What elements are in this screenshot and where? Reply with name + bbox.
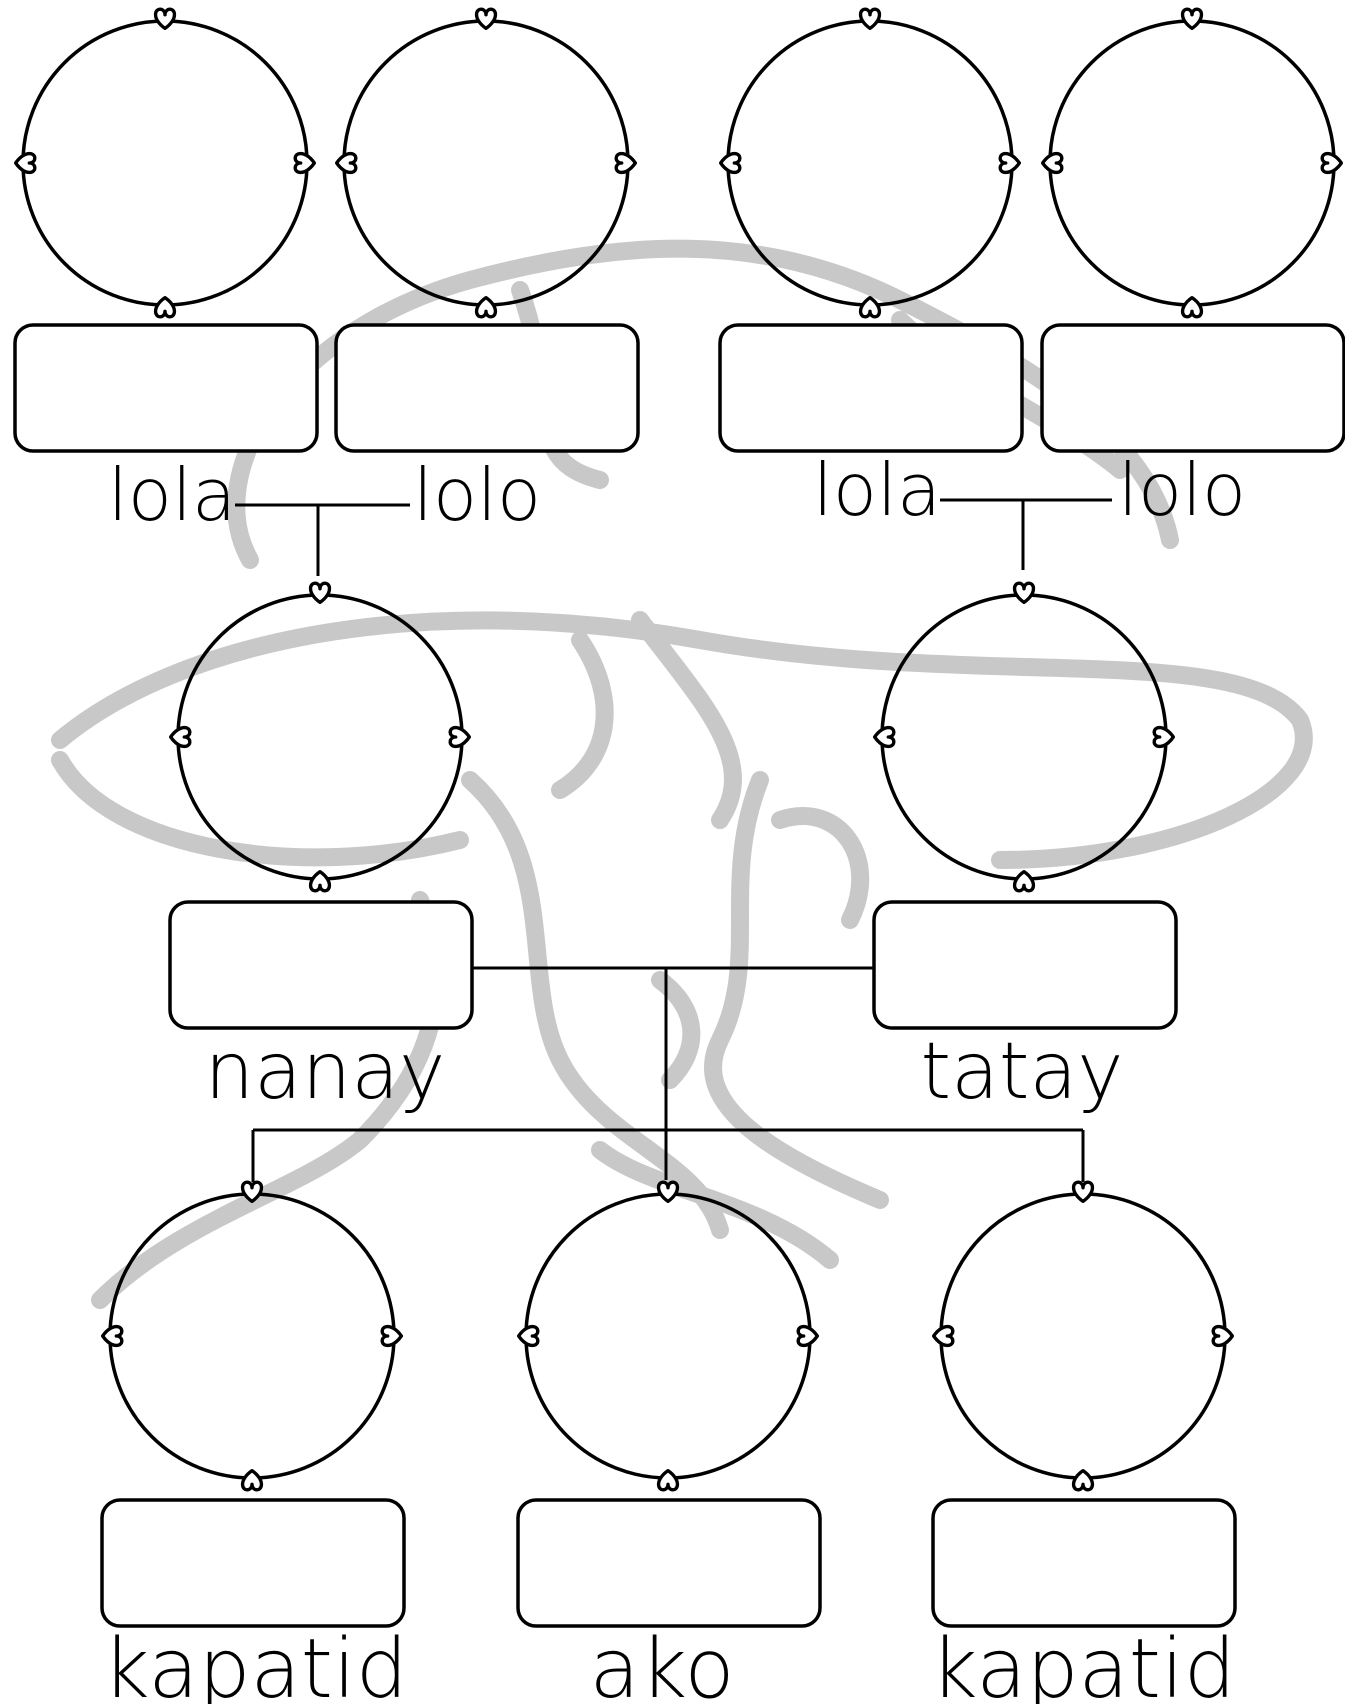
heart-icon [721,154,740,173]
heart-icon [875,728,894,747]
name-box[interactable] [933,1500,1235,1626]
heart-icon [243,1471,262,1490]
heart-icon [659,1471,678,1490]
heart-icon [1043,154,1062,173]
heart-icon [616,154,635,173]
name-box[interactable] [874,902,1176,1028]
name-box[interactable] [518,1500,820,1626]
heart-icon [934,1327,953,1346]
member-label: lola [813,448,941,532]
heart-icon [861,9,880,28]
heart-icons [934,1182,1233,1490]
heart-icon [1074,1471,1093,1490]
member-label: lola [108,453,236,537]
member-label: nanay [205,1027,446,1117]
heart-icon [311,872,330,891]
heart-icon [16,154,35,173]
heart-icon [156,9,175,28]
heart-icon [382,1327,401,1346]
photo-frame[interactable] [526,1194,810,1478]
photo-frame[interactable] [882,595,1166,879]
member-label: kapatid [930,1622,1236,1704]
name-box[interactable] [720,325,1022,451]
name-box[interactable] [102,1500,404,1626]
heart-icon [861,298,880,317]
heart-icon [519,1327,538,1346]
member-lola-left: lola [15,9,317,537]
photo-frame[interactable] [344,21,628,305]
photo-frame[interactable] [728,21,1012,305]
member-label: lolo [413,453,541,537]
heart-icon [1183,298,1202,317]
heart-icon [1074,1182,1093,1201]
member-ako: ako [518,1182,820,1704]
heart-icon [1015,872,1034,891]
heart-icons [721,9,1020,317]
photo-frame[interactable] [110,1194,394,1478]
name-box[interactable] [1042,325,1344,451]
heart-icon [477,298,496,317]
member-label: ako [590,1622,735,1704]
heart-icon [450,728,469,747]
name-box[interactable] [170,902,472,1028]
heart-icon [798,1327,817,1346]
photo-frame[interactable] [1050,21,1334,305]
name-box[interactable] [336,325,638,451]
heart-icon [1154,728,1173,747]
member-label: lolo [1118,448,1246,532]
member-kapatid-right: kapatid [930,1182,1236,1704]
heart-icon [659,1182,678,1201]
member-label: kapatid [102,1622,408,1704]
member-label: tatay [921,1027,1124,1117]
heart-icon [1000,154,1019,173]
heart-icons [16,9,315,317]
member-lola-right: lola [720,9,1022,532]
name-box[interactable] [15,325,317,451]
photo-frame[interactable] [23,21,307,305]
heart-icon [1015,583,1034,602]
heart-icon [311,583,330,602]
heart-icon [171,728,190,747]
heart-icon [1213,1327,1232,1346]
heart-icon [477,9,496,28]
heart-icon [337,154,356,173]
photo-frame[interactable] [941,1194,1225,1478]
heart-icon [156,298,175,317]
heart-icon [1183,9,1202,28]
heart-icons [103,1182,402,1490]
heart-icons [1043,9,1342,317]
heart-icon [103,1327,122,1346]
heart-icon [295,154,314,173]
heart-icon [1322,154,1341,173]
